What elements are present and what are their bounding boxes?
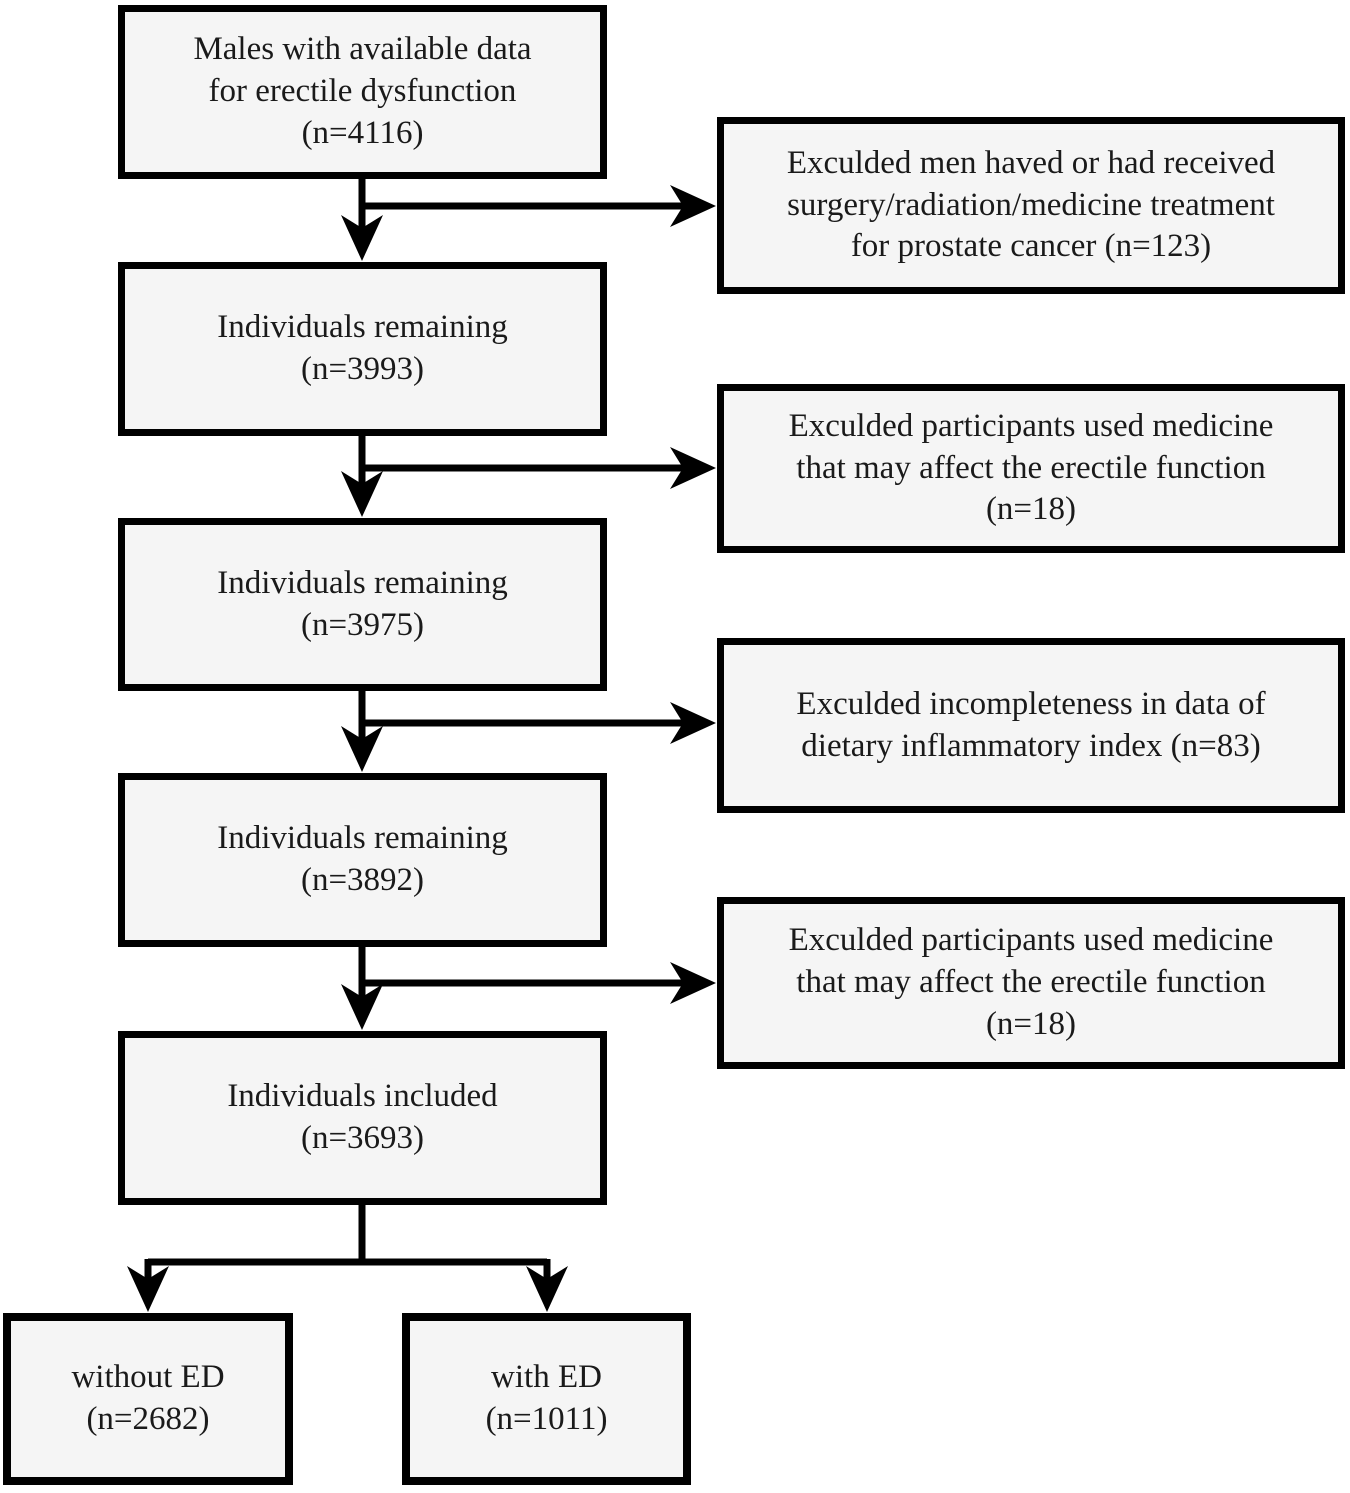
box-exclusion-dietary-index-text: Exculded incompleteness in data of dieta…: [796, 685, 1266, 764]
box-individuals-remaining-3-text: Individuals remaining (n=3892): [217, 820, 508, 898]
box-outcome-without-ed-text: without ED (n=2682): [71, 1359, 225, 1437]
box-individuals-remaining-2-text: Individuals remaining (n=3975): [217, 564, 508, 643]
box-outcome-with-ed: with ED (n=1011): [402, 1313, 691, 1485]
arrowhead-down-outcome-right: [526, 1266, 568, 1312]
arrowhead-down-2: [341, 471, 383, 517]
arrowhead-right-4: [670, 962, 716, 1004]
box-exclusion-medicine-2-text: Exculded participants used medicine that…: [788, 922, 1274, 1042]
box-source-population: Males with available data for erectile d…: [118, 5, 607, 179]
box-individuals-included-text: Individuals included (n=3693): [227, 1078, 498, 1156]
box-outcome-without-ed: without ED (n=2682): [3, 1313, 293, 1485]
box-individuals-remaining-1: Individuals remaining (n=3993): [118, 262, 607, 436]
box-individuals-remaining-3: Individuals remaining (n=3892): [118, 773, 607, 947]
arrowhead-right-3: [670, 702, 716, 744]
box-individuals-remaining-1-text: Individuals remaining (n=3993): [217, 309, 508, 387]
arrowhead-down-4: [341, 984, 383, 1030]
box-exclusion-dietary-index: Exculded incompleteness in data of dieta…: [717, 638, 1345, 813]
box-exclusion-medicine-1-text: Exculded participants used medicine that…: [788, 407, 1274, 528]
arrowhead-right-2: [670, 447, 716, 489]
box-exclusion-prostate-cancer: Exculded men haved or had received surge…: [717, 117, 1345, 294]
arrowhead-down-outcome-left: [127, 1266, 169, 1312]
box-source-population-text: Males with available data for erectile d…: [193, 31, 532, 151]
box-exclusion-medicine-2: Exculded participants used medicine that…: [717, 897, 1345, 1069]
arrowhead-right-1: [670, 185, 716, 227]
box-outcome-with-ed-text: with ED (n=1011): [485, 1359, 608, 1437]
box-individuals-remaining-2: Individuals remaining (n=3975): [118, 518, 607, 691]
box-individuals-included: Individuals included (n=3693): [118, 1031, 607, 1205]
box-exclusion-prostate-cancer-text: Exculded men haved or had received surge…: [786, 144, 1276, 265]
arrowhead-down-1: [341, 215, 383, 261]
arrowhead-down-3: [341, 726, 383, 772]
box-exclusion-medicine-1: Exculded participants used medicine that…: [717, 384, 1345, 553]
